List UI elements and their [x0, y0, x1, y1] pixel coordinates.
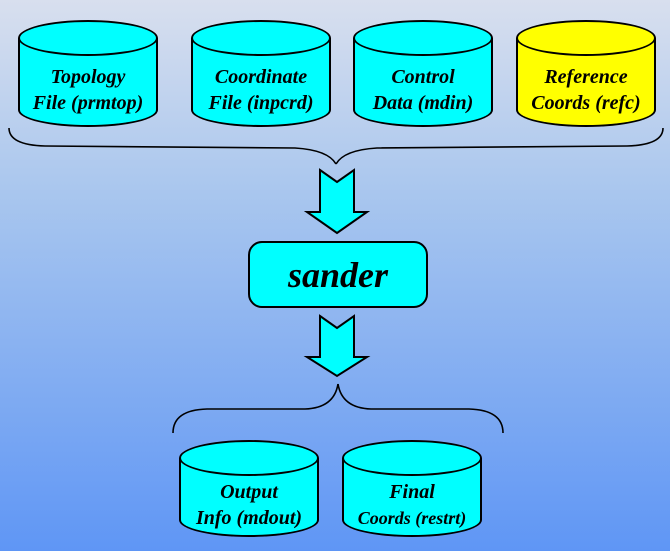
cylinder-coordinate-file: Coordinate File (inpcrd)	[191, 20, 331, 127]
label-line2: File (inpcrd)	[208, 91, 314, 114]
cylinder-label: Final Coords (restrt)	[358, 479, 467, 531]
cylinder-output-info: Output Info (mdout)	[179, 440, 319, 537]
cylinder-top-ellipse	[353, 20, 493, 56]
label-line2: Data (mdin)	[372, 91, 474, 114]
label-line2: Info (mdout)	[195, 506, 303, 529]
cylinder-label: Output Info (mdout)	[196, 479, 302, 531]
cylinder-label: Control Data (mdin)	[373, 64, 474, 116]
cylinder-top-ellipse	[179, 440, 319, 476]
cylinder-body: Coordinate File (inpcrd)	[191, 38, 331, 127]
gather-brace	[8, 127, 664, 165]
split-brace-right	[337, 383, 504, 434]
label-line2: Coords (refc)	[531, 91, 641, 114]
cylinder-reference-coords: Reference Coords (refc)	[516, 20, 656, 127]
split-brace	[172, 383, 504, 434]
cylinder-body: Control Data (mdin)	[353, 38, 493, 127]
cylinder-top-ellipse	[191, 20, 331, 56]
cylinder-control-data: Control Data (mdin)	[353, 20, 493, 127]
gather-brace-right	[335, 127, 664, 165]
label-line1: Topology	[50, 65, 126, 88]
cylinder-body: Topology File (prmtop)	[18, 38, 158, 127]
cylinder-top-ellipse	[516, 20, 656, 56]
down-arrow-icon-top	[303, 168, 371, 235]
gather-brace-left	[8, 127, 337, 165]
cylinder-label: Reference Coords (refc)	[531, 64, 640, 116]
label-line1: Control	[391, 65, 455, 88]
cylinder-top-ellipse	[18, 20, 158, 56]
cylinder-label: Topology File (prmtop)	[33, 64, 144, 116]
label-line1: Output	[220, 480, 278, 503]
label-line1: Reference	[544, 65, 628, 88]
label-line1: Coordinate	[214, 65, 308, 88]
label-line2: Coords (restrt)	[357, 507, 467, 528]
cylinder-topology-file: Topology File (prmtop)	[18, 20, 158, 127]
cylinder-label: Coordinate File (inpcrd)	[209, 64, 314, 116]
label-line1: Final	[389, 480, 435, 503]
down-arrow-icon-bottom	[303, 314, 371, 378]
label-line2: File (prmtop)	[32, 91, 144, 114]
split-brace-left	[172, 383, 339, 434]
cylinder-final-coords: Final Coords (restrt)	[342, 440, 482, 537]
sander-label: sander	[287, 254, 389, 295]
cylinder-top-ellipse	[342, 440, 482, 476]
sander-process-box: sander	[248, 241, 428, 308]
